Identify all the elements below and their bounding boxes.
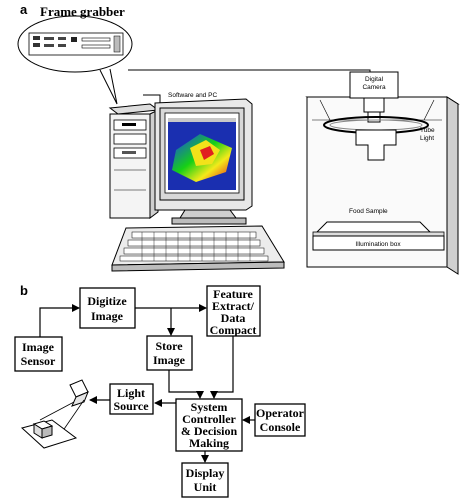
svg-text:Image: Image — [153, 353, 186, 367]
frame-grabber-card — [28, 32, 124, 56]
box-feature-extract: Feature Extract/ Data Compact — [206, 285, 261, 337]
digital-camera — [349, 71, 399, 99]
food-sample-tray — [315, 221, 432, 233]
object-cube — [20, 419, 78, 449]
digital-camera-label-2: Camera — [362, 84, 386, 91]
svg-text:Extract/: Extract/ — [212, 299, 255, 313]
svg-text:Light: Light — [117, 386, 145, 400]
svg-text:& Decision: & Decision — [181, 424, 238, 438]
box-display-unit: Display Unit — [181, 462, 229, 498]
flow-connectors — [39, 304, 255, 463]
svg-text:Display: Display — [186, 466, 225, 480]
lamp-illustration — [39, 379, 89, 436]
illumination-box — [312, 235, 445, 251]
svg-text:System: System — [191, 400, 228, 414]
svg-text:Making: Making — [189, 436, 229, 450]
arrow-feature-to-controller — [210, 336, 234, 399]
software-pc-label: Software and PC — [168, 92, 217, 99]
illumination-cabinet: Digital Camera Tube Light Food Sample Il… — [305, 71, 460, 275]
frame-grabber-label: Frame grabber — [40, 4, 125, 19]
svg-text:Unit: Unit — [194, 480, 217, 494]
svg-text:Image: Image — [91, 309, 124, 323]
digital-camera-label-1: Digital — [365, 76, 384, 83]
box-system-controller: System Controller & Decision Making — [175, 398, 243, 452]
svg-text:Digitize: Digitize — [87, 294, 127, 308]
camera-cable — [128, 69, 371, 73]
svg-text:Operator: Operator — [256, 406, 305, 420]
box-image-sensor: Image Sensor — [14, 336, 63, 372]
svg-text:Sensor: Sensor — [21, 354, 56, 368]
arrow-store-to-controller — [168, 370, 204, 399]
pc-tower — [108, 103, 160, 219]
tube-light-label-1: Tube — [420, 127, 435, 134]
svg-text:Controller: Controller — [182, 412, 236, 426]
svg-text:Store: Store — [155, 339, 183, 353]
svg-text:Compact: Compact — [210, 323, 257, 337]
monitor: Software and PC — [154, 92, 253, 225]
svg-text:Console: Console — [260, 420, 301, 434]
box-digitize-image: Digitize Image — [79, 287, 136, 329]
food-sample-label: Food Sample — [349, 208, 388, 215]
arrow-sensor-to-digitize — [39, 304, 80, 337]
box-light-source: Light Source — [109, 383, 154, 415]
svg-text:Feature: Feature — [213, 287, 253, 301]
illumination-box-label: Illumination box — [355, 241, 401, 248]
panel-a: a Frame grabber — [17, 2, 460, 275]
box-store-image: Store Image — [146, 335, 193, 371]
panel-b-letter: b — [20, 283, 28, 298]
svg-text:Source: Source — [113, 399, 149, 413]
svg-text:Data: Data — [221, 311, 246, 325]
panel-a-letter: a — [20, 2, 28, 17]
svg-text:Image: Image — [22, 340, 55, 354]
frame-grabber-callout — [17, 15, 133, 105]
box-operator-console: Operator Console — [254, 403, 306, 437]
tube-light-label-2: Light — [420, 135, 434, 142]
keyboard — [111, 225, 285, 272]
panel-b: b Image Sensor Digitize Image Feature Ex… — [14, 283, 306, 498]
